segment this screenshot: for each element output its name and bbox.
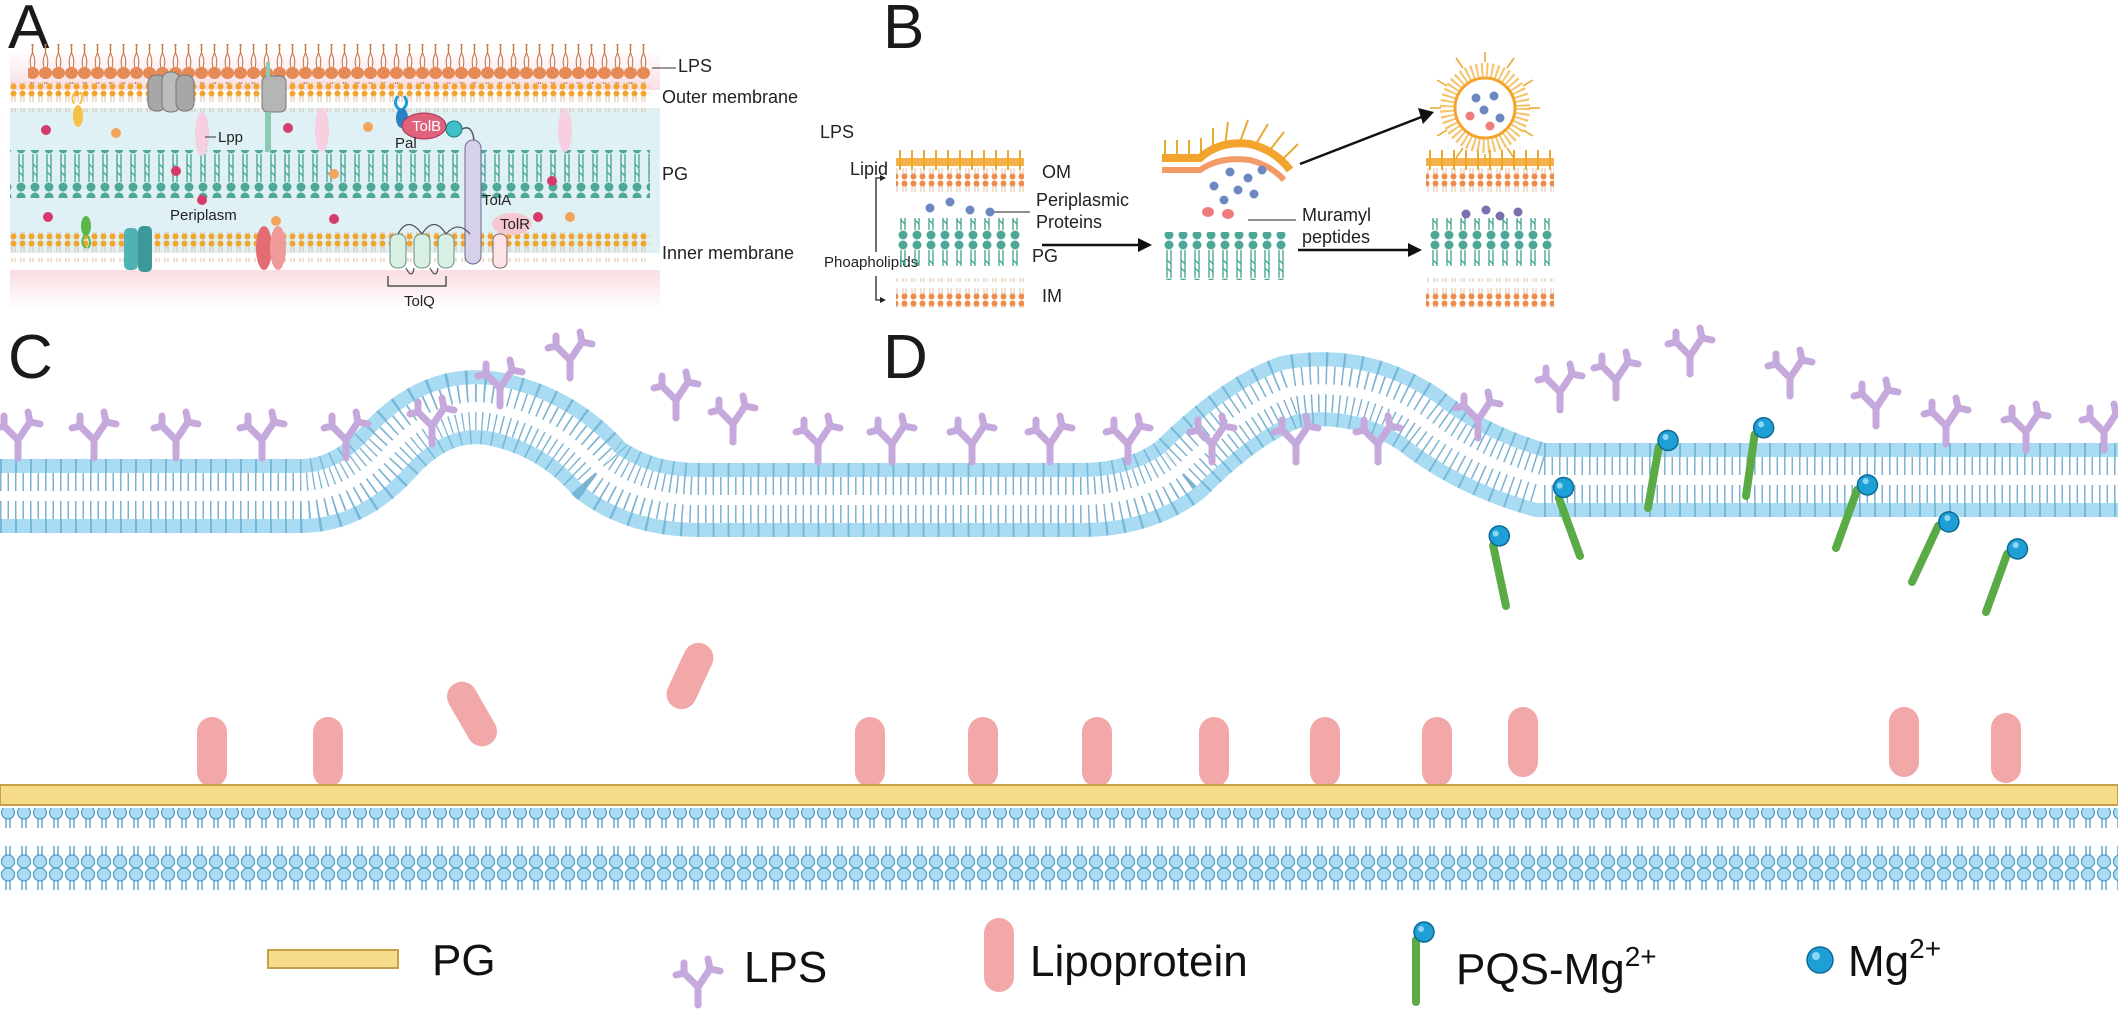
outer-membrane xyxy=(10,82,650,112)
lps-molecules xyxy=(0,328,2118,462)
lipoprotein-icon xyxy=(1991,713,2021,783)
phospholipids-label: Phoapholipids xyxy=(824,254,918,271)
lipoprotein-icon xyxy=(855,717,885,787)
pg-b1 xyxy=(896,218,1024,266)
mg-icon xyxy=(1806,946,1834,974)
budding-om-b2 xyxy=(1162,119,1299,219)
legend-item-mg: Mg2+ xyxy=(1806,933,1941,986)
legend: PG LPS Lipoprotein PQS-Mg2+ Mg2+ xyxy=(267,918,1941,1005)
panel-label-b: B xyxy=(883,0,924,62)
im-label: IM xyxy=(1042,286,1062,306)
periplasm-label: Periplasm xyxy=(170,207,237,224)
lipoprotein-icon xyxy=(1889,707,1919,777)
lipoprotein-icon xyxy=(984,918,1014,992)
legend-item-lipoprotein: Lipoprotein xyxy=(984,918,1248,992)
pqs-mg-icon xyxy=(1487,524,1523,606)
lipoproteins xyxy=(197,637,2021,787)
lps-icon xyxy=(0,412,40,458)
lps-icon xyxy=(1768,350,1812,396)
om-label: OM xyxy=(1042,162,1071,182)
lps-icon xyxy=(548,332,592,378)
lpp-label: Lpp xyxy=(218,129,243,146)
lipoprotein-icon xyxy=(197,717,227,787)
lipoprotein-icon xyxy=(1508,707,1538,777)
pg-b3 xyxy=(1426,218,1554,266)
lps-icon xyxy=(1668,328,1712,374)
inner-membrane-label: Inner membrane xyxy=(662,243,794,263)
lps-layer xyxy=(28,44,650,84)
lps-icon xyxy=(676,959,720,1005)
pqs-mg-icon xyxy=(1910,509,1962,590)
lipoprotein-icon xyxy=(968,717,998,787)
om-bilayer-b1 xyxy=(896,168,1024,198)
lpp-protein xyxy=(195,112,209,156)
lps-icon xyxy=(72,412,116,458)
outer-membrane-label: Outer membrane xyxy=(662,87,798,107)
lipoprotein-icon xyxy=(313,717,343,787)
legend-item-pg: PG xyxy=(267,936,496,985)
outer-membrane-vesicle xyxy=(1430,52,1540,164)
porin-icon xyxy=(261,62,287,152)
legend-lipoprotein-label: Lipoprotein xyxy=(1030,937,1248,986)
legend-item-lps: LPS xyxy=(676,943,827,1005)
lipoprotein-icon xyxy=(1422,717,1452,787)
muramyl-label-2: peptides xyxy=(1302,227,1370,247)
panel-cd: C D xyxy=(0,323,2118,890)
om-b3 xyxy=(1426,168,1554,198)
lipoprotein-icon xyxy=(1199,717,1229,787)
lps-icon xyxy=(1594,352,1638,398)
lipid-label: Lipid xyxy=(850,159,888,179)
legend-item-pqs-mg: PQS-Mg2+ xyxy=(1414,922,1657,1002)
pqs-mg-icon xyxy=(1984,536,2030,618)
pg-band xyxy=(0,784,2118,806)
porin-icon xyxy=(147,71,195,113)
lps-icon xyxy=(154,412,198,458)
lipoprotein-icon xyxy=(661,637,719,715)
legend-pg-label: PG xyxy=(432,936,496,985)
periplasmic-label-1: Periplasmic xyxy=(1036,190,1129,210)
panel-label-c: C xyxy=(8,323,53,392)
lps-label-b: LPS xyxy=(820,122,854,142)
tola-label: TolA xyxy=(482,192,511,209)
legend-pqs-mg-label: PQS-Mg2+ xyxy=(1456,941,1657,994)
lipoprotein-icon xyxy=(1082,717,1112,787)
transporter-icon xyxy=(124,226,152,272)
lps-icon xyxy=(950,416,994,462)
lipoprotein-icon xyxy=(441,676,503,752)
panel-a: A Lpp xyxy=(8,0,798,310)
legend-lps-label: LPS xyxy=(744,943,827,992)
tolb-label: TolB xyxy=(412,118,441,135)
im-b3 xyxy=(1426,278,1554,308)
pg-label-a: PG xyxy=(662,164,688,184)
outer-membrane-curved xyxy=(0,352,2118,537)
inner-membrane-cd xyxy=(0,808,2118,890)
panel-label-d: D xyxy=(883,323,928,392)
legend-mg-label: Mg2+ xyxy=(1848,933,1941,986)
lps-icon xyxy=(1538,364,1582,410)
pg-b2 xyxy=(1162,232,1290,280)
lps-icon xyxy=(654,372,698,418)
tolq-label: TolQ xyxy=(404,293,435,310)
panel-b: B LPS Lipid OM Periplasmic Proteins PG P… xyxy=(820,0,1554,308)
im-b1 xyxy=(896,278,1024,308)
pg-label-b: PG xyxy=(1032,246,1058,266)
periplasmic-label-2: Proteins xyxy=(1036,212,1102,232)
lps-label-a: LPS xyxy=(678,56,712,76)
inner-membrane xyxy=(10,232,650,262)
lipoprotein-icon xyxy=(1310,717,1340,787)
channel-icon xyxy=(256,226,286,270)
muramyl-label-1: Muramyl xyxy=(1302,205,1371,225)
pqs-mg-icon xyxy=(1414,922,1434,1002)
lps-icon xyxy=(711,396,755,442)
pal-label: Pal xyxy=(395,135,417,152)
lps-icon xyxy=(1854,380,1898,426)
lps-icon xyxy=(870,416,914,462)
lps-icon xyxy=(1924,398,1968,444)
lps-icon xyxy=(240,412,284,458)
tol-pal-system: TolB TolA TolQ TolR xyxy=(387,95,532,310)
lps-icon xyxy=(796,416,840,462)
tolr-label: TolR xyxy=(500,216,530,233)
lps-icon xyxy=(1028,416,1072,462)
